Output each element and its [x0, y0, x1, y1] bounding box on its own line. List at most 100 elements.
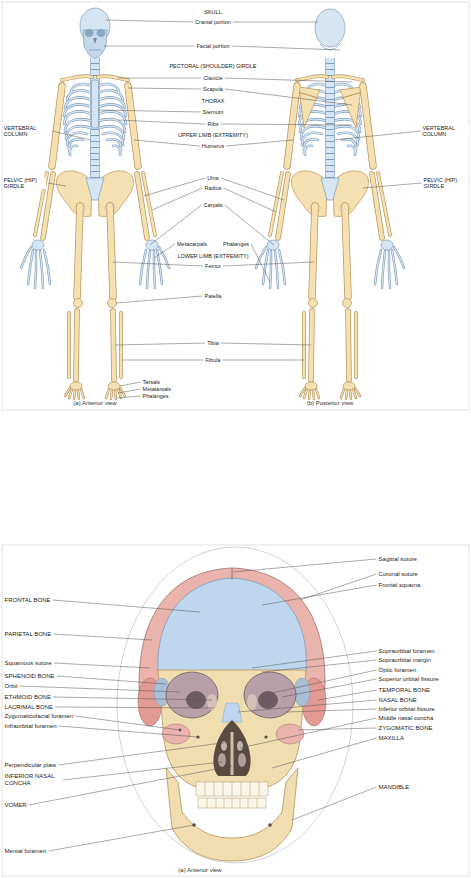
skull-illustration-part	[232, 568, 233, 580]
figure-frame	[2, 2, 469, 410]
view-caption: (a) Anterior view	[73, 400, 118, 407]
leader-line	[233, 559, 377, 572]
leader-line	[106, 20, 193, 22]
leader-line	[48, 825, 194, 851]
posterior-skeleton	[256, 9, 404, 399]
bone-label: Tarsals	[142, 379, 161, 385]
bone-label: Sternum	[202, 109, 224, 115]
leader-line	[221, 178, 284, 200]
leader-line	[57, 676, 166, 684]
bone-label: Sagittal suture	[378, 556, 418, 563]
leader-line	[318, 690, 377, 700]
bone-label: LACRIMAL BONE	[4, 704, 54, 711]
bone-label: Inferior orbital fissure	[378, 706, 435, 713]
skull-illustration-part	[207, 798, 257, 808]
skull-illustration-part	[196, 782, 268, 796]
bone-label: Orbit	[4, 683, 18, 690]
leader-line	[154, 244, 175, 258]
leader-line	[118, 120, 205, 124]
bone-label: Optic foramen	[378, 667, 417, 674]
leader-line	[272, 670, 377, 693]
anterior-skeleton	[21, 8, 169, 399]
leader-line	[252, 651, 377, 668]
anterior-skeleton-part	[83, 30, 107, 58]
skull-illustration-part	[166, 768, 298, 861]
anterior-skeleton-part	[98, 84, 126, 155]
bone-label: SPHENOID BONE	[4, 673, 55, 680]
anterior-skeleton-part	[93, 38, 97, 44]
bone-label: MAXILLA	[378, 735, 405, 742]
leader-line	[117, 396, 141, 398]
bone-label: Supraorbital foramen	[378, 648, 435, 655]
bone-label: Frontal squama	[378, 582, 421, 589]
leader-line	[116, 296, 202, 303]
bone-label: VERTEBRAL COLUMN	[422, 125, 469, 138]
skull-illustration-part	[166, 672, 218, 718]
bone-label: Patella	[204, 293, 222, 299]
bone-label: MANDIBLE	[378, 784, 410, 791]
leader-line	[55, 707, 214, 708]
leader-line	[99, 110, 201, 112]
leader-line	[115, 343, 205, 345]
anterior-skeleton-part	[85, 29, 94, 37]
leader-line	[128, 88, 201, 89]
leader-line	[251, 244, 270, 282]
leader-line	[262, 585, 377, 605]
bone-label: Clavicle	[203, 75, 223, 81]
leader-line	[282, 679, 377, 697]
bone-label: Supraorbital margin	[378, 657, 432, 664]
bone-label: Mental foramen	[4, 848, 47, 855]
bone-label: Metacarpals	[176, 241, 207, 247]
leader-line	[223, 262, 314, 266]
bone-label: PELVIC (HIP) GIRDLE	[3, 177, 46, 190]
leader-line	[363, 183, 422, 188]
leader-line	[122, 360, 203, 361]
leader-line	[292, 787, 377, 820]
bone-label: ZYGOMATIC BONE	[378, 725, 433, 732]
skull-illustration-part	[158, 578, 306, 672]
skull-illustration-part	[207, 694, 217, 710]
leader-line	[118, 78, 201, 79]
leader-line	[221, 343, 311, 345]
leader-line	[225, 205, 274, 245]
leader-line	[48, 183, 66, 186]
posterior-skeleton-part	[333, 84, 361, 155]
skull-illustration-part	[244, 672, 296, 718]
leader-line	[59, 726, 198, 737]
leader-line	[144, 178, 205, 196]
leader-line	[286, 709, 377, 712]
anterior-skeleton-part	[64, 84, 92, 155]
bone-label: Infraorbital foramen	[4, 723, 57, 730]
anterior-skeleton-part	[86, 178, 104, 200]
posterior-skeleton-part	[321, 178, 339, 200]
leader-line	[233, 22, 318, 23]
bone-label: LOWER LIMB (EXTREMITY)	[177, 253, 249, 259]
skull-illustration-part	[162, 724, 190, 744]
anterior-skeleton-part	[92, 80, 99, 128]
skull-illustration-part	[258, 691, 278, 709]
leader-line	[224, 188, 276, 212]
leader-line	[152, 188, 202, 210]
bone-label: Phalanges	[222, 241, 249, 247]
bone-label: VOMER	[4, 802, 27, 809]
leader-line	[75, 716, 180, 730]
skull-illustration-part	[205, 782, 259, 796]
leader-line	[113, 262, 203, 266]
leader-line	[63, 762, 222, 780]
bone-label: NASAL BONE	[378, 697, 417, 704]
leader-line	[52, 131, 91, 140]
leader-line	[272, 738, 377, 768]
skull-illustration-part	[237, 741, 243, 751]
skull-illustration-part	[218, 753, 226, 767]
bone-label: PELVIC (HIP) GIRDLE	[423, 177, 466, 190]
skull-illustration-part	[222, 703, 242, 722]
bone-label: PECTORAL (SHOULDER) GIRDLE	[169, 63, 257, 69]
posterior-skeleton-part	[298, 92, 362, 98]
leader-line	[232, 46, 340, 50]
bone-label: ETHMOID BONE	[4, 694, 52, 701]
skull-illustration-part	[264, 735, 267, 738]
bone-label: Fibula	[205, 357, 221, 363]
bone-label: Scapula	[202, 86, 223, 92]
leader-line	[53, 600, 200, 612]
skull-illustration-part	[198, 798, 266, 808]
